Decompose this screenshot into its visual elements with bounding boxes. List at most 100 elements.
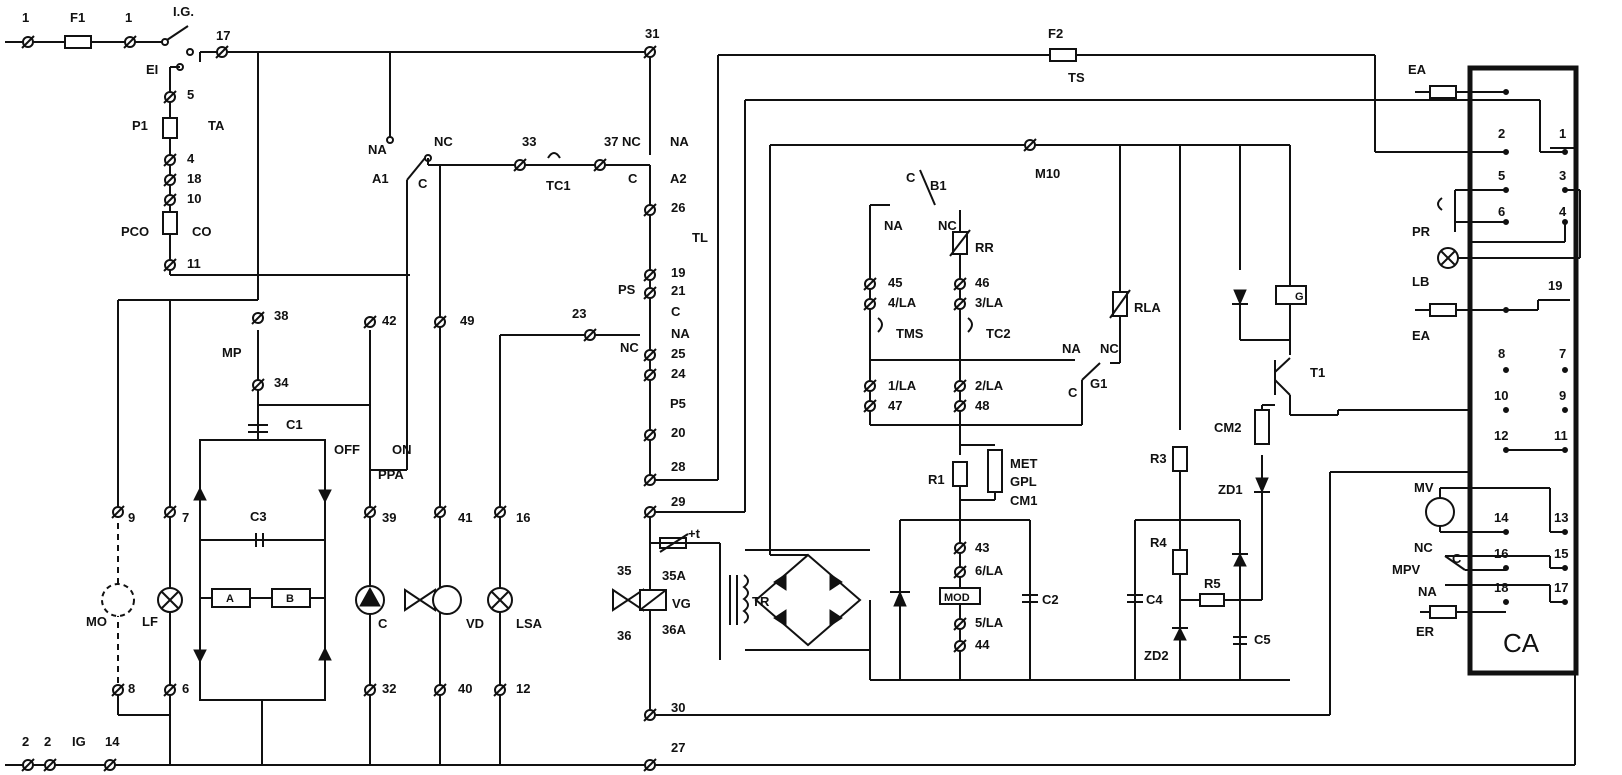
terminal-slash bbox=[583, 328, 597, 342]
terminal-35A: 35A bbox=[662, 568, 686, 583]
line-29 bbox=[650, 99, 1070, 513]
switch-CM2 bbox=[1254, 409, 1270, 445]
transistor-T1-relay-G bbox=[1232, 285, 1339, 416]
label-OFF: OFF bbox=[334, 442, 360, 457]
terminal-1-left: 1 bbox=[22, 10, 29, 25]
terminal-slash bbox=[643, 348, 657, 362]
label-NC-PS: NC bbox=[620, 340, 639, 355]
resistor-RR bbox=[949, 229, 971, 257]
neutral-rail-bottom bbox=[5, 147, 1576, 766]
modulator-MOD bbox=[890, 519, 1038, 680]
panel-pin-1: 1 bbox=[1559, 126, 1566, 141]
terminal-slash bbox=[215, 45, 229, 59]
thermostat-TC1-line bbox=[428, 152, 650, 166]
label-NA-B1: NA bbox=[884, 218, 903, 233]
r3-r4-c4-zd2-chain bbox=[1127, 446, 1240, 680]
terminal-29: 29 bbox=[671, 494, 685, 509]
panel-pin-16: 16 bbox=[1494, 546, 1508, 561]
terminal-slash bbox=[493, 683, 507, 697]
panel-pin-18: 18 bbox=[1494, 580, 1508, 595]
label-B: B bbox=[286, 593, 294, 605]
terminal-9: 9 bbox=[128, 510, 135, 525]
terminal-19: 19 bbox=[671, 265, 685, 280]
terminal-slash bbox=[643, 758, 657, 772]
terminal-slash bbox=[21, 35, 35, 49]
panel-labels: CA 2 1 5 3 6 4 19 8 7 10 9 12 11 14 13 1… bbox=[1392, 62, 1568, 658]
terminal-slash bbox=[103, 758, 117, 772]
panel-side-ER: ER bbox=[1416, 624, 1435, 639]
panel-side-components bbox=[1375, 85, 1581, 619]
valve-VD bbox=[404, 585, 462, 765]
terminal-43: 43 bbox=[975, 540, 989, 555]
panel-side-LB: LB bbox=[1412, 274, 1429, 289]
terminal-2-right: 2 bbox=[44, 734, 51, 749]
label-NA-G1: NA bbox=[1062, 341, 1081, 356]
terminal-slash bbox=[123, 35, 137, 49]
terminal-32: 32 bbox=[382, 681, 396, 696]
label-MET: MET bbox=[1010, 456, 1038, 471]
terminal-slash bbox=[1023, 138, 1037, 152]
terminal-slash bbox=[643, 473, 657, 487]
gas-valve-VG bbox=[612, 588, 667, 612]
terminal-23: 23 bbox=[572, 306, 586, 321]
terminal-35: 35 bbox=[617, 563, 631, 578]
terminal-41: 41 bbox=[458, 510, 472, 525]
terminal-slash bbox=[953, 565, 967, 579]
terminal-slash bbox=[363, 315, 377, 329]
thermostat-TS bbox=[1070, 99, 1541, 152]
terminal-5LA: 5/LA bbox=[975, 615, 1004, 630]
terminal-7: 7 bbox=[182, 510, 189, 525]
label-PPA: PPA bbox=[378, 467, 404, 482]
terminal-slash bbox=[163, 258, 177, 272]
terminal-25: 25 bbox=[671, 346, 685, 361]
panel-side-MV: MV bbox=[1414, 480, 1434, 495]
label-G1: G1 bbox=[1090, 376, 1107, 391]
terminal-46: 46 bbox=[975, 275, 989, 290]
label-PS: PS bbox=[618, 282, 636, 297]
panel-pin-7: 7 bbox=[1559, 346, 1566, 361]
terminal-slash bbox=[163, 90, 177, 104]
terminal-slash bbox=[593, 158, 607, 172]
terminal-17: 17 bbox=[216, 28, 230, 43]
panel-pin-9: 9 bbox=[1559, 388, 1566, 403]
motor-MO bbox=[101, 583, 135, 617]
terminal-slash bbox=[643, 286, 657, 300]
panel-pin-14: 14 bbox=[1494, 510, 1509, 525]
label-MP: MP bbox=[222, 345, 242, 360]
terminal-28: 28 bbox=[671, 459, 685, 474]
line-28 bbox=[650, 54, 1376, 481]
label-CM2: CM2 bbox=[1214, 420, 1241, 435]
terminal-slash bbox=[643, 368, 657, 382]
terminal-slash bbox=[513, 158, 527, 172]
panel-side-PR: PR bbox=[1412, 224, 1431, 239]
label-M10: M10 bbox=[1035, 166, 1060, 181]
label-TC2: TC2 bbox=[986, 326, 1011, 341]
terminal-36: 36 bbox=[617, 628, 631, 643]
panel-name: CA bbox=[1503, 628, 1540, 658]
terminal-2LA: 2/LA bbox=[975, 378, 1004, 393]
terminal-18: 18 bbox=[187, 171, 201, 186]
panel-side-NA: NA bbox=[1418, 584, 1437, 599]
coil-A bbox=[211, 588, 251, 608]
terminal-45: 45 bbox=[888, 275, 902, 290]
ptc-plus-t bbox=[650, 533, 721, 660]
label-NC-G1: NC bbox=[1100, 341, 1119, 356]
label-ON: ON bbox=[392, 442, 412, 457]
panel-pin-15: 15 bbox=[1554, 546, 1568, 561]
label-VD: VD bbox=[466, 616, 484, 631]
terminal-2-left: 2 bbox=[22, 734, 29, 749]
terminal-slash bbox=[953, 541, 967, 555]
resistor-RLA bbox=[1109, 289, 1131, 319]
terminal-6LA: 6/LA bbox=[975, 563, 1004, 578]
label-A: A bbox=[226, 593, 234, 605]
label-C5: C5 bbox=[1254, 632, 1271, 647]
label-B1: B1 bbox=[930, 178, 947, 193]
terminal-slash bbox=[643, 428, 657, 442]
terminal-27: 27 bbox=[671, 740, 685, 755]
label-TR: TR bbox=[752, 594, 770, 609]
label-IG-top: I.G. bbox=[173, 4, 194, 19]
label-TA: TA bbox=[208, 118, 225, 133]
terminal-slash bbox=[251, 378, 265, 392]
label-TMS: TMS bbox=[896, 326, 924, 341]
